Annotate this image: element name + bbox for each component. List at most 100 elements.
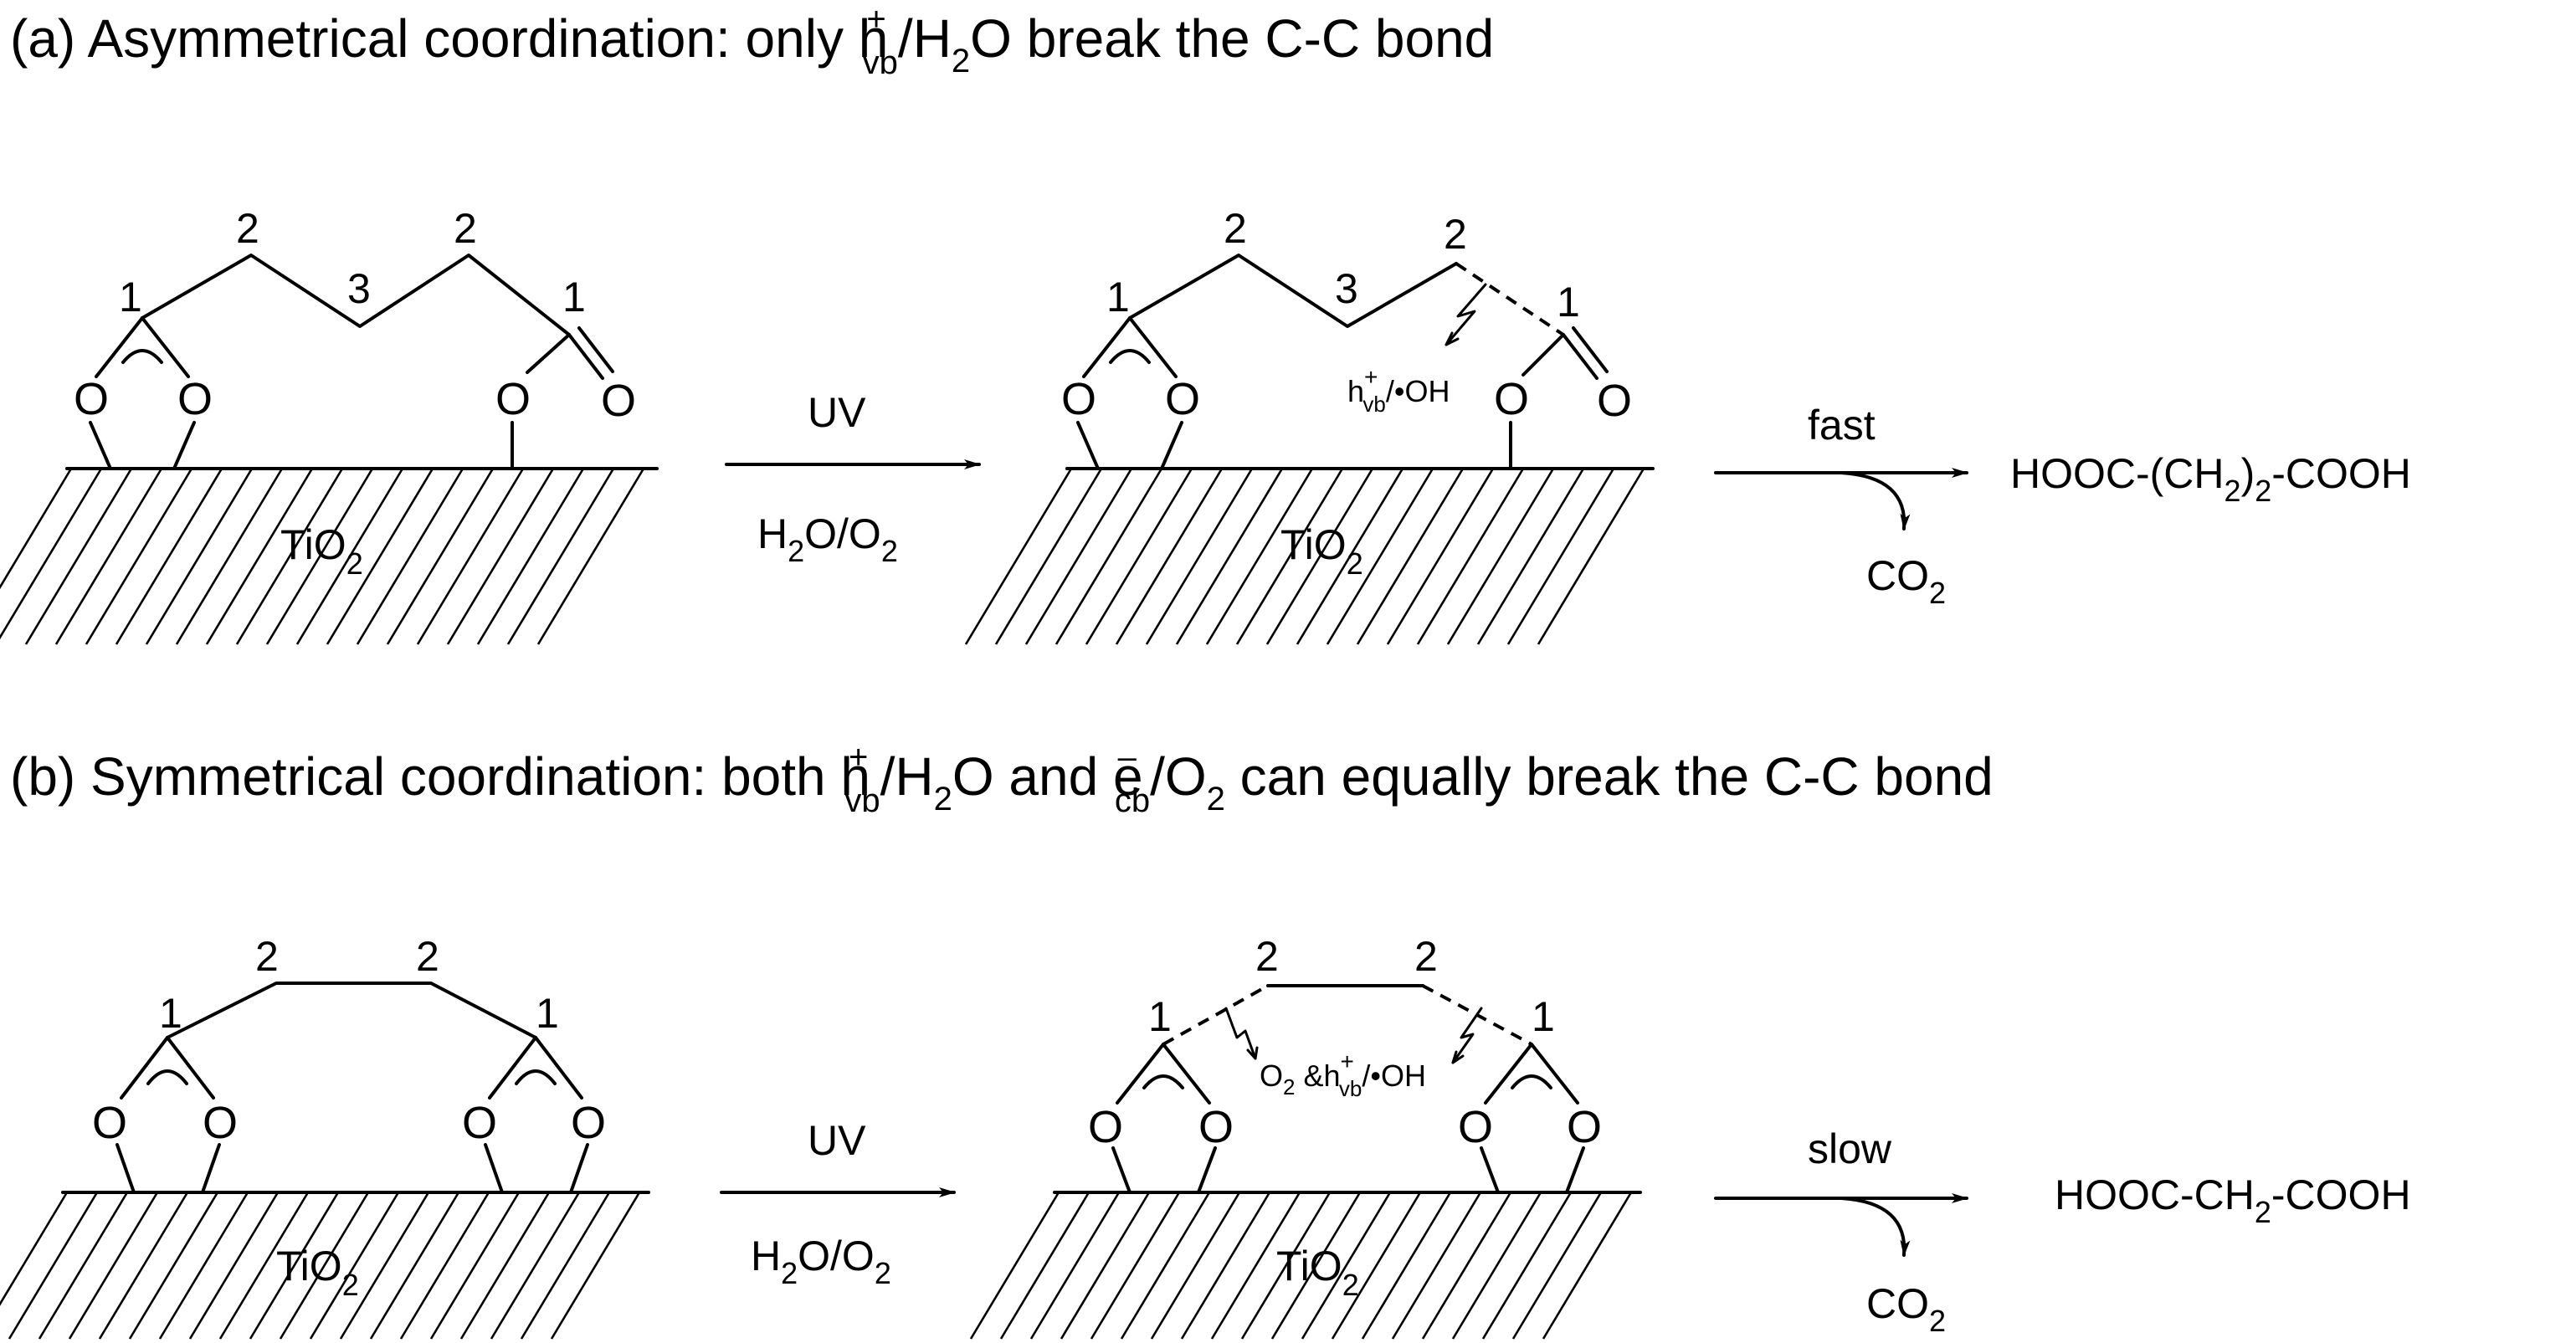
- hatch-line: [520, 1192, 611, 1340]
- carbon-number: 2: [1255, 933, 1279, 980]
- oxygen-atom: O: [601, 376, 636, 426]
- co2-label: CO2: [1866, 1280, 1946, 1338]
- hatch-line: [506, 468, 615, 645]
- hatch-line: [1270, 1192, 1362, 1340]
- hatch-line: [550, 1192, 641, 1340]
- hatch-line: [1421, 1192, 1512, 1340]
- carbon-number: 1: [562, 274, 586, 320]
- conditions-label: H2O/O2: [751, 1233, 891, 1290]
- hatch-line: [1301, 1192, 1392, 1340]
- carbon-number: 2: [1414, 933, 1438, 980]
- oxygen-atom: O: [1088, 1102, 1123, 1152]
- hatch-line: [1024, 468, 1133, 645]
- slow-arrow-b: slow CO2: [1714, 1125, 1968, 1338]
- hatch-line: [68, 1192, 159, 1340]
- carbon-number: 3: [1335, 265, 1358, 312]
- attack-label-a: h+vb/•OH: [1347, 364, 1450, 417]
- hatch-line: [1055, 468, 1163, 645]
- oxygen-atom: O: [1165, 374, 1200, 424]
- hatch-line: [1029, 1192, 1121, 1340]
- hatch-line: [0, 468, 73, 590]
- hatch-line: [1356, 468, 1465, 645]
- product-b: HOOC-CH2-COOH: [2055, 1171, 2411, 1229]
- carbon-number: 2: [236, 205, 259, 252]
- carbon-number: 1: [1106, 274, 1130, 320]
- hatch-line: [969, 1192, 1060, 1340]
- hatch-line: [1060, 1192, 1151, 1340]
- uv-label: UV: [808, 1117, 866, 1164]
- carbon-number: 3: [347, 265, 371, 312]
- hatch-line: [1476, 468, 1585, 645]
- hatch-line: [369, 1192, 460, 1340]
- oxygen-atom: O: [1494, 374, 1529, 424]
- hatch-line: [0, 1192, 69, 1306]
- hatch-line: [145, 468, 254, 645]
- lightning-icon: [1224, 1007, 1259, 1060]
- uv-label: UV: [808, 389, 866, 436]
- hatch-line: [188, 1192, 280, 1340]
- hatch-line: [399, 1192, 490, 1340]
- oxygen-atom: O: [462, 1098, 497, 1148]
- hatch-line: [1235, 468, 1344, 645]
- carbon-number: 1: [1532, 993, 1555, 1040]
- molecule-b2: O O O O 1 2 2 1 O2 &h+vb/•OH: [1088, 933, 1602, 1194]
- oxygen-atom: O: [92, 1098, 127, 1148]
- hatch-line: [1506, 468, 1615, 645]
- hatch-line: [8, 1192, 99, 1340]
- oxygen-atom: O: [1198, 1102, 1234, 1152]
- hatch-line: [1386, 468, 1495, 645]
- hatch-line: [386, 468, 495, 645]
- slow-label: slow: [1808, 1125, 1892, 1172]
- hatch-line: [1175, 468, 1284, 645]
- hatch-line: [429, 1192, 521, 1340]
- oxygen-atom: O: [1597, 376, 1632, 426]
- hatch-line: [1451, 1192, 1542, 1340]
- hatch-line: [1481, 1192, 1573, 1340]
- hatch-line: [1416, 468, 1525, 645]
- hatch-line: [536, 468, 645, 645]
- hatch-line: [459, 1192, 551, 1340]
- hatch-line: [1326, 468, 1434, 645]
- hatch-line: [1331, 1192, 1422, 1340]
- hatch-line: [98, 1192, 189, 1340]
- hatch-line: [964, 468, 1073, 645]
- fast-arrow-a: fast CO2: [1714, 402, 1968, 610]
- hatch-line: [38, 1192, 129, 1340]
- carbon-number: 2: [1224, 205, 1247, 252]
- panel-b: (b) Symmetrical coordination: both h+vb/…: [0, 739, 2411, 1340]
- hatch-line: [205, 468, 314, 645]
- hatch-line: [0, 468, 103, 640]
- oxygen-atom: O: [1567, 1102, 1602, 1152]
- oxygen-atom: O: [203, 1098, 238, 1148]
- hatch-line: [476, 468, 585, 645]
- hatch-line: [1542, 1192, 1633, 1340]
- attack-label-b: O2 &h+vb/•OH: [1260, 1048, 1426, 1101]
- hatch-line: [265, 468, 374, 645]
- carbon-number: 1: [159, 990, 182, 1037]
- tio2-label-a2: TiO2: [1280, 521, 1363, 581]
- hatch-line: [1150, 1192, 1241, 1340]
- tio2-label-b1: TiO2: [276, 1243, 359, 1302]
- conditions-label: H2O/O2: [757, 510, 898, 568]
- hatch-line: [1446, 468, 1555, 645]
- fast-label: fast: [1808, 402, 1876, 449]
- lightning-icon: [1451, 1007, 1483, 1064]
- oxygen-atom: O: [571, 1098, 606, 1148]
- tio2-surface-b1: TiO2: [0, 1191, 650, 1340]
- hatch-line: [1265, 468, 1374, 645]
- carbon-number: 1: [119, 274, 142, 320]
- oxygen-atom: O: [177, 374, 213, 424]
- tio2-surface-a2: TiO2: [964, 467, 1655, 645]
- hatch-line: [175, 468, 284, 645]
- hatch-line: [999, 1192, 1090, 1340]
- carbon-number: 1: [1148, 993, 1172, 1040]
- hatch-line: [1090, 1192, 1181, 1340]
- hatch-line: [446, 468, 555, 645]
- uv-arrow-a: UV H2O/O2: [725, 389, 981, 568]
- hatch-line: [1210, 1192, 1301, 1340]
- hatch-line: [1180, 1192, 1271, 1340]
- oxygen-atom: O: [74, 374, 109, 424]
- hatch-line: [356, 468, 464, 645]
- hatch-line: [339, 1192, 430, 1340]
